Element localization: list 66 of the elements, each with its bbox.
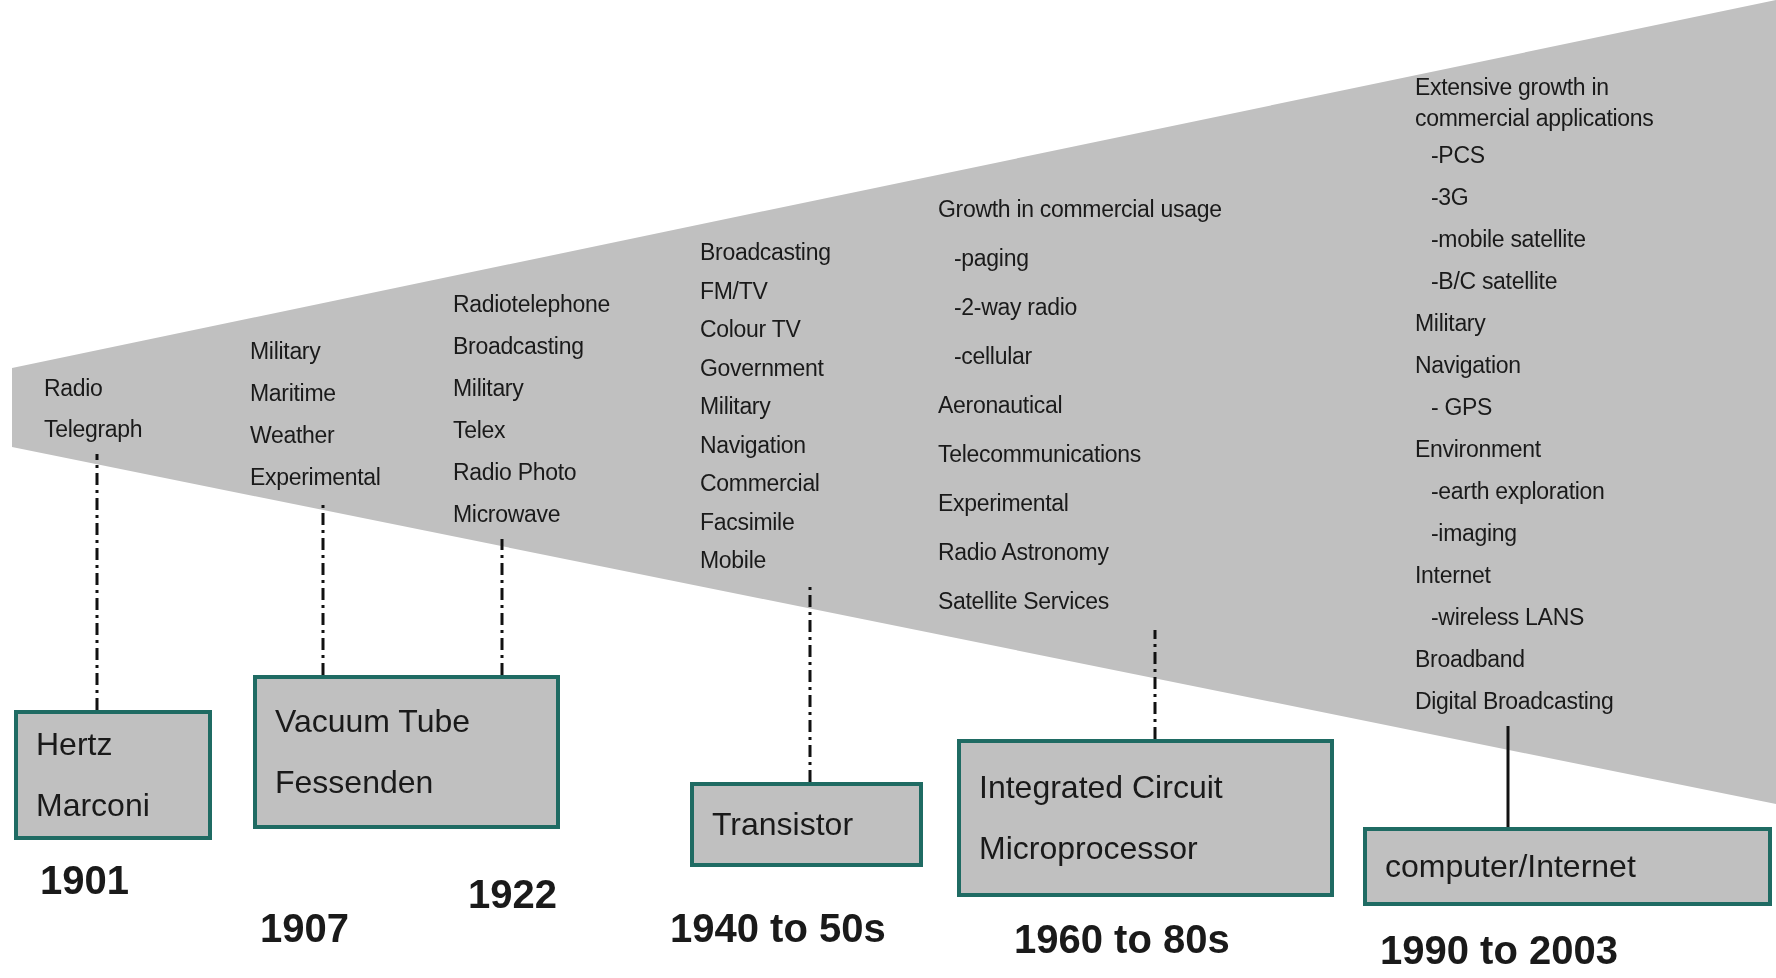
application-item: Telegraph <box>44 415 144 444</box>
era-label: Transistor <box>712 805 855 845</box>
application-item: Experimental <box>938 489 1070 518</box>
application-item: Digital Broadcasting <box>1415 687 1615 716</box>
application-item: Broadcasting <box>700 238 832 267</box>
application-item: Microwave <box>453 500 562 529</box>
application-item: -paging <box>953 244 1030 273</box>
application-item: -2-way radio <box>953 293 1078 322</box>
application-item: -B/C satellite <box>1430 267 1559 296</box>
application-item: -cellular <box>953 342 1033 371</box>
era-box <box>690 782 923 867</box>
era-label: Fessenden <box>275 763 435 802</box>
application-item: Broadband <box>1415 645 1526 674</box>
connector-line <box>1153 630 1157 739</box>
application-item: Environment <box>1415 435 1542 464</box>
year-label: 1960 to 80s <box>1014 917 1230 962</box>
application-item: FM/TV <box>700 276 769 306</box>
application-item: Military <box>700 392 772 421</box>
year-label: 1907 <box>260 906 349 951</box>
application-item: Radio <box>44 374 104 403</box>
application-item: Growth in commercial usage <box>938 195 1223 224</box>
application-item: Extensive growth in commercial applications <box>1415 73 1655 133</box>
application-item: Experimental <box>250 463 382 492</box>
application-item: Commercial <box>700 469 821 498</box>
application-item: Facsimile <box>700 507 796 537</box>
application-item: Maritime <box>250 379 337 408</box>
application-item: Aeronautical <box>938 391 1064 420</box>
application-item: Radiotelephone <box>453 290 611 319</box>
application-item: Mobile <box>700 546 767 575</box>
era-box <box>957 739 1334 897</box>
application-item: Military <box>1415 309 1487 338</box>
era-label: Hertz <box>36 725 114 765</box>
connector-line <box>321 502 325 675</box>
year-label: 1922 <box>468 872 557 917</box>
era-label: Marconi <box>36 786 151 825</box>
era-box <box>253 675 560 829</box>
application-item: Colour TV <box>700 315 802 344</box>
application-item: Radio Photo <box>453 458 578 487</box>
application-item: Navigation <box>1415 351 1522 380</box>
application-item: Radio Astronomy <box>938 538 1110 567</box>
application-item: Military <box>250 337 322 366</box>
application-item: -mobile satellite <box>1430 225 1587 254</box>
era-label: Microprocessor <box>979 829 1199 868</box>
year-label: 1990 to 2003 <box>1380 928 1618 973</box>
application-item: -PCS <box>1430 141 1486 170</box>
application-item: Military <box>453 374 525 403</box>
application-item: Internet <box>1415 561 1492 590</box>
application-item: Satellite Services <box>938 587 1110 616</box>
application-item: -earth exploration <box>1430 477 1606 506</box>
application-item: Telecommunications <box>938 440 1142 469</box>
application-item: -imaging <box>1430 519 1518 548</box>
application-item: -3G <box>1430 183 1470 212</box>
year-label: 1901 <box>40 858 129 903</box>
era-label: Integrated Circuit <box>979 768 1224 808</box>
era-label: Vacuum Tube <box>275 702 472 742</box>
era-label: computer/Internet <box>1385 847 1637 887</box>
application-item: Broadcasting <box>453 332 585 361</box>
era-box <box>14 710 212 840</box>
application-item: - GPS <box>1430 393 1494 422</box>
application-item: Government <box>700 353 825 383</box>
application-item: Navigation <box>700 430 807 460</box>
application-item: -wireless LANS <box>1430 603 1585 632</box>
era-box <box>1363 827 1772 906</box>
application-item: Telex <box>453 416 507 445</box>
year-label: 1940 to 50s <box>670 906 886 951</box>
application-item: Weather <box>250 421 336 450</box>
